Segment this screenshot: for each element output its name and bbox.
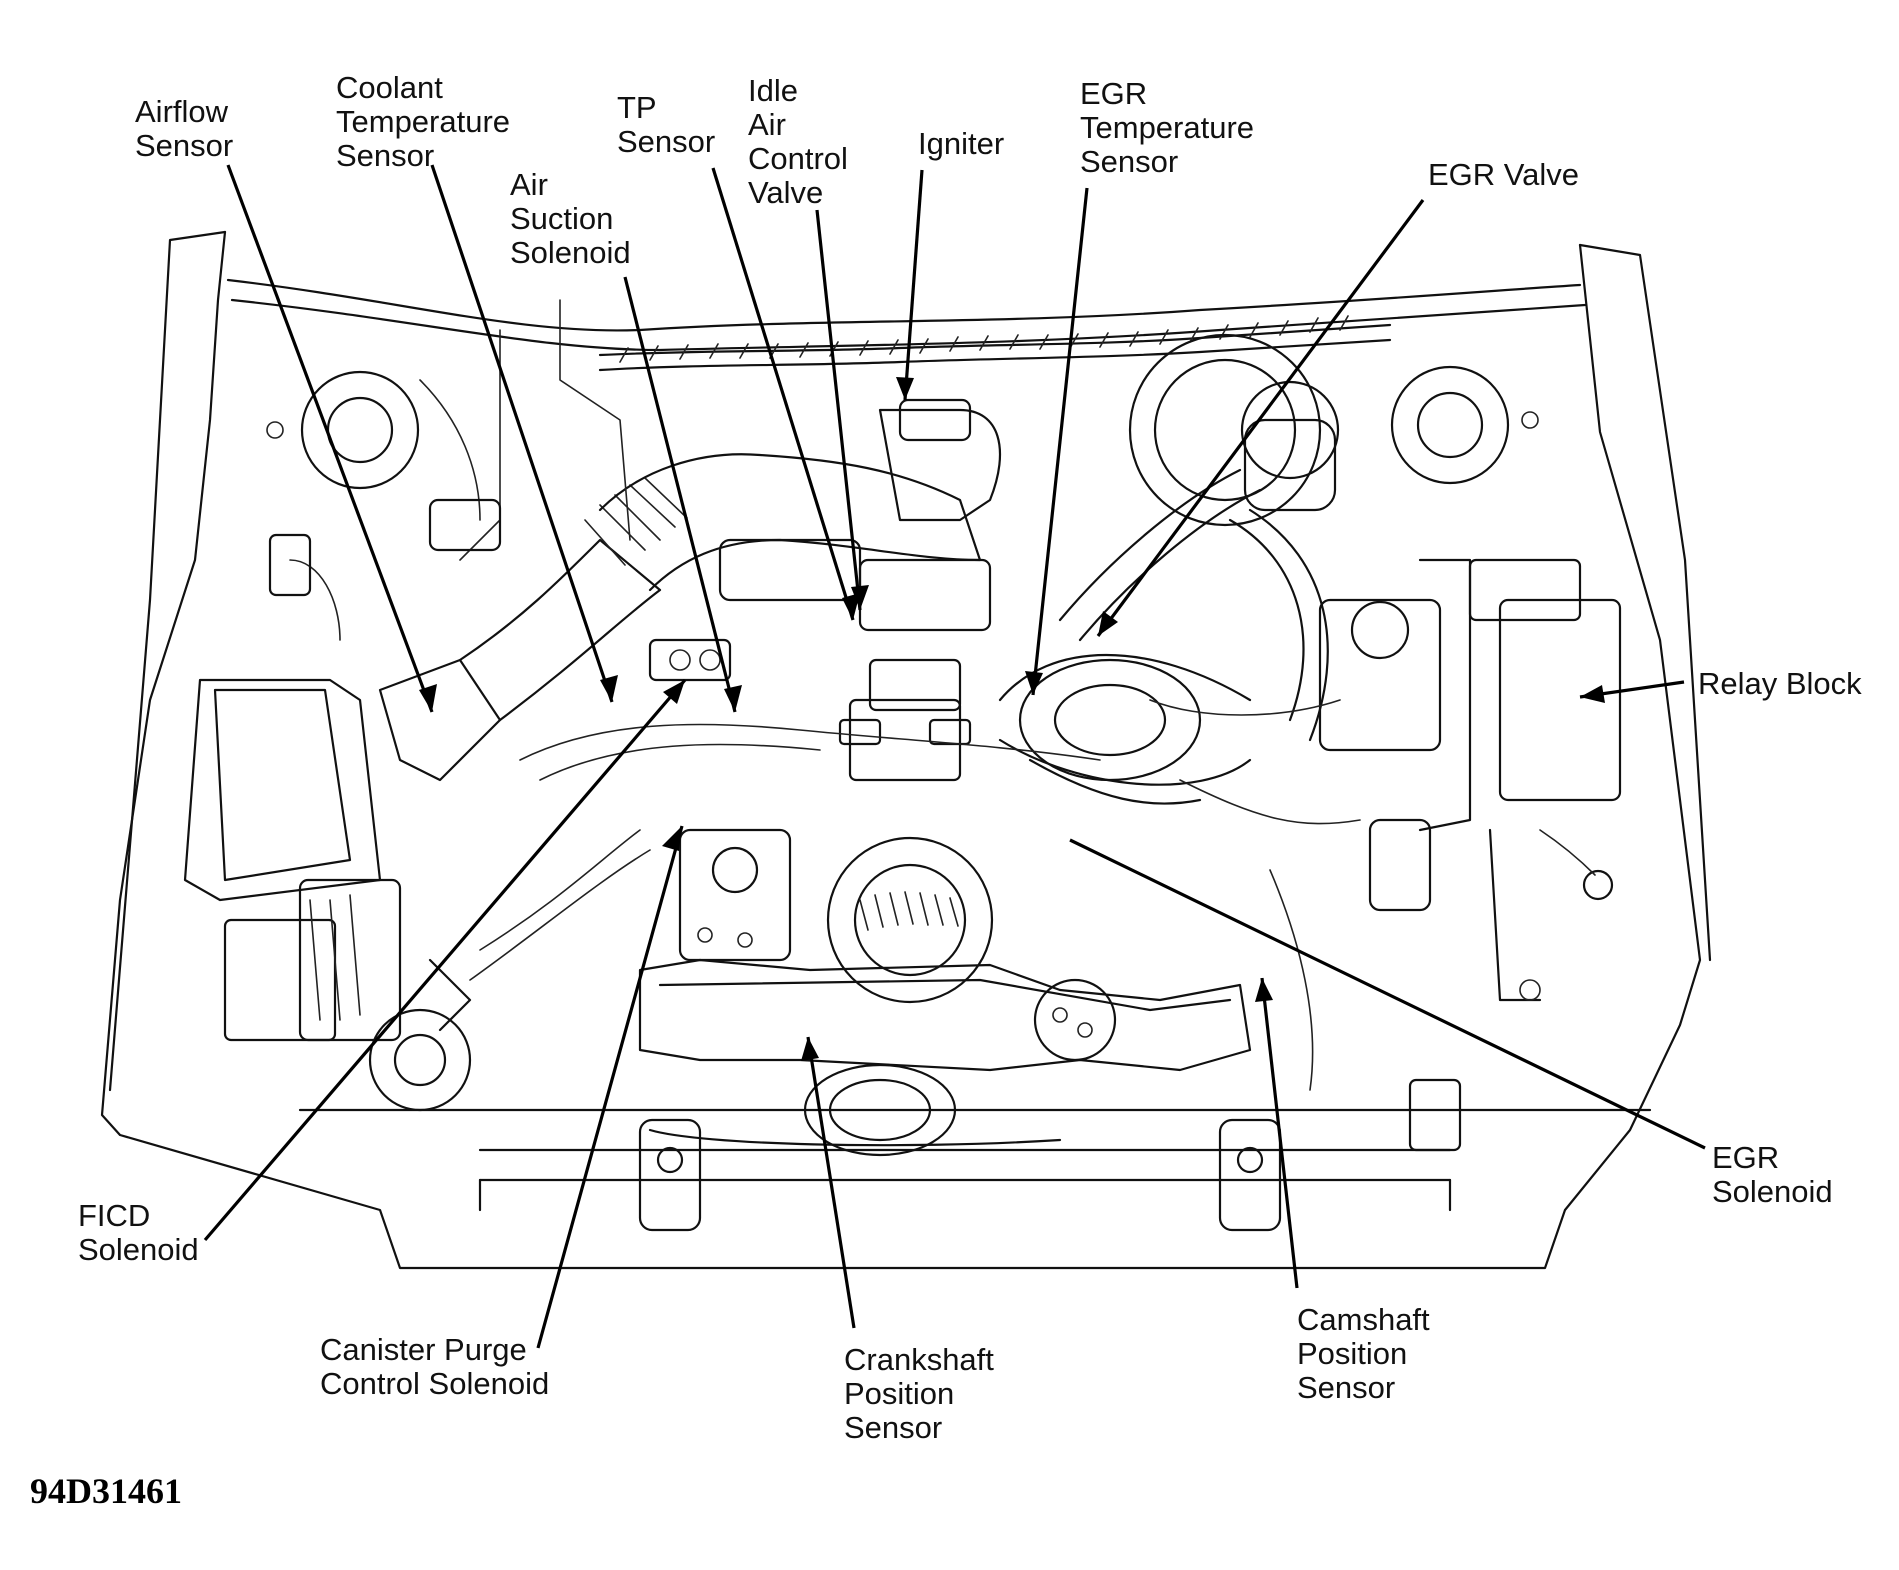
- label-igniter: Igniter: [918, 126, 1004, 161]
- arrowhead-canister-purge-control-solenoid: [662, 826, 682, 851]
- label-relay-block: Relay Block: [1698, 666, 1862, 701]
- arrowhead-air-suction-solenoid: [724, 685, 742, 712]
- label-canister-purge-control-solenoid: Canister Purge Control Solenoid: [320, 1332, 549, 1401]
- engine-bay-drawing: [100, 230, 1712, 1270]
- leader-idle-air-control-valve: [815, 209, 862, 611]
- leader-air-suction-solenoid: [623, 276, 737, 713]
- label-coolant-temperature-sensor: Coolant Temperature Sensor: [336, 70, 519, 173]
- label-ficd-solenoid: FICD Solenoid: [78, 1198, 199, 1267]
- leader-coolant-temperature-sensor: [430, 164, 614, 703]
- arrowhead-coolant-temperature-sensor: [600, 675, 618, 702]
- label-egr-temperature-sensor: EGR Temperature Sensor: [1080, 76, 1263, 179]
- arrowhead-egr-temperature-sensor: [1025, 671, 1043, 695]
- label-egr-valve: EGR Valve: [1428, 157, 1579, 192]
- leader-egr-valve: [1096, 199, 1425, 637]
- label-idle-air-control-valve: Idle Air Control Valve: [748, 73, 857, 210]
- leader-ficd-solenoid: [203, 678, 687, 1242]
- leader-egr-solenoid: [1069, 838, 1706, 1150]
- arrowhead-relay-block: [1580, 685, 1605, 703]
- arrowhead-airflow-sensor: [419, 684, 437, 712]
- label-airflow-sensor: Airflow Sensor: [135, 94, 237, 163]
- leader-canister-purge-control-solenoid: [536, 825, 684, 1349]
- arrowhead-crankshaft-position-sensor: [801, 1037, 819, 1061]
- leader-crankshaft-position-sensor: [806, 1036, 856, 1329]
- arrowhead-egr-valve: [1098, 611, 1118, 636]
- leader-camshaft-position-sensor: [1260, 977, 1299, 1289]
- leader-lines: [203, 164, 1706, 1349]
- arrowhead-ficd-solenoid: [663, 680, 685, 704]
- leader-egr-temperature-sensor: [1031, 187, 1089, 696]
- arrowhead-tp-sensor: [842, 593, 860, 620]
- label-camshaft-position-sensor: Camshaft Position Sensor: [1297, 1302, 1438, 1405]
- label-egr-solenoid: EGR Solenoid: [1712, 1140, 1833, 1209]
- label-air-suction-solenoid: Air Suction Solenoid: [510, 167, 631, 270]
- arrowhead-camshaft-position-sensor: [1255, 978, 1273, 1002]
- arrowhead-igniter: [896, 377, 914, 400]
- leader-airflow-sensor: [226, 164, 434, 713]
- label-crankshaft-position-sensor: Crankshaft Position Sensor: [844, 1342, 1003, 1445]
- leader-igniter: [903, 169, 924, 401]
- arrowhead-idle-air-control-valve: [851, 585, 869, 610]
- figure-id: 94D31461: [30, 1471, 182, 1511]
- leader-tp-sensor: [711, 167, 855, 621]
- callout-labels: Airflow Sensor Coolant Temperature Senso…: [30, 70, 1862, 1511]
- label-tp-sensor: TP Sensor: [617, 90, 715, 159]
